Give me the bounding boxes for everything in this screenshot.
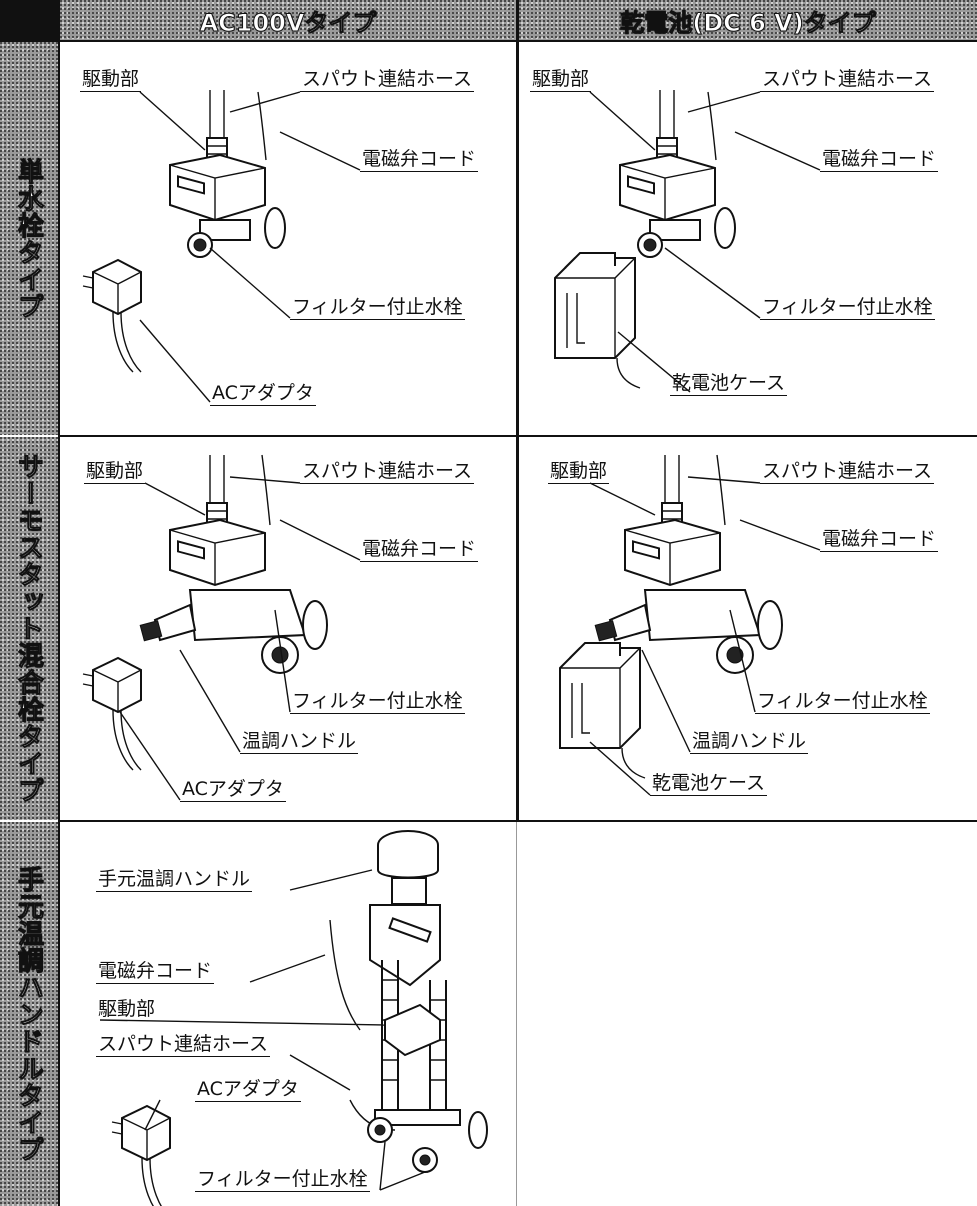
label-ac-adapter: ACアダプタ [210,382,316,406]
label-filter-valve: フィルター付止水栓 [760,296,935,320]
label-spout-hose: スパウト連結ホース [760,68,935,92]
drive-unit-illustration [619,89,736,258]
grid-line [516,822,517,1206]
label-filter-valve: フィルター付止水栓 [290,690,465,714]
grid-line [516,0,519,822]
thermostat-valve-illustration [594,454,783,674]
label-drive: 駆動部 [530,68,592,92]
header-dc-battery: 乾電池(DC 6 V)タイプ [519,0,977,40]
label-ac-adapter: ACアダプタ [180,778,286,802]
row-label-thermostat: サーモスタット混合栓タイプ [0,437,58,820]
label-solenoid-cord: 電磁弁コード [820,148,939,172]
battery-case-illustration [559,642,646,779]
header-ac100v-label: AC100Vタイプ [199,8,377,37]
drive-unit-illustration [169,89,286,258]
label-spout-hose: スパウト連結ホース [96,1033,271,1057]
label-temp-handle: 温調ハンドル [240,730,359,754]
grid-line [58,0,60,1206]
thermostat-valve-illustration [139,454,328,674]
label-solenoid-cord: 電磁弁コード [820,528,939,552]
label-filter-valve: フィルター付止水栓 [195,1168,370,1192]
leader-lines [99,91,821,1191]
label-solenoid-cord: 電磁弁コード [360,538,479,562]
row-label-text: 単水栓タイプ [13,157,44,320]
row-label-hand-temp: 手元温調ハンドルタイプ [0,822,58,1206]
ac-adapter-illustration [82,259,142,373]
battery-case-illustration [554,252,641,389]
label-battery-case: 乾電池ケース [670,372,788,396]
label-spout-hose: スパウト連結ホース [300,460,475,484]
table-corner [0,0,58,40]
row-label-text: 手元温調ハンドルタイプ [13,865,44,1163]
label-spout-hose: スパウト連結ホース [760,460,935,484]
header-dc-label: 乾電池(DC 6 V)タイプ [620,8,876,37]
grid-line [0,40,977,42]
label-spout-hose: スパウト連結ホース [300,68,475,92]
label-filter-valve: フィルター付止水栓 [755,690,930,714]
row-label-text: サーモスタット混合栓タイプ [13,453,44,805]
label-battery-case: 乾電池ケース [650,772,768,796]
ac-adapter-illustration [82,657,142,771]
label-drive: 駆動部 [84,460,146,484]
ac-adapter-illustration [111,1105,171,1206]
label-solenoid-cord: 電磁弁コード [360,148,479,172]
header-ac100v: AC100Vタイプ [60,0,516,40]
row-label-single-faucet: 単水栓タイプ [0,42,58,435]
label-drive: 駆動部 [80,68,142,92]
label-solenoid-cord: 電磁弁コード [96,960,215,984]
label-temp-handle: 温調ハンドル [690,730,809,754]
hand-temp-valve-illustration [329,830,488,1173]
label-filter-valve: フィルター付止水栓 [290,296,465,320]
label-drive: 駆動部 [98,998,156,1020]
label-ac-adapter: ACアダプタ [195,1078,301,1102]
label-drive: 駆動部 [548,460,610,484]
label-hand-temp-handle: 手元温調ハンドル [96,868,253,892]
